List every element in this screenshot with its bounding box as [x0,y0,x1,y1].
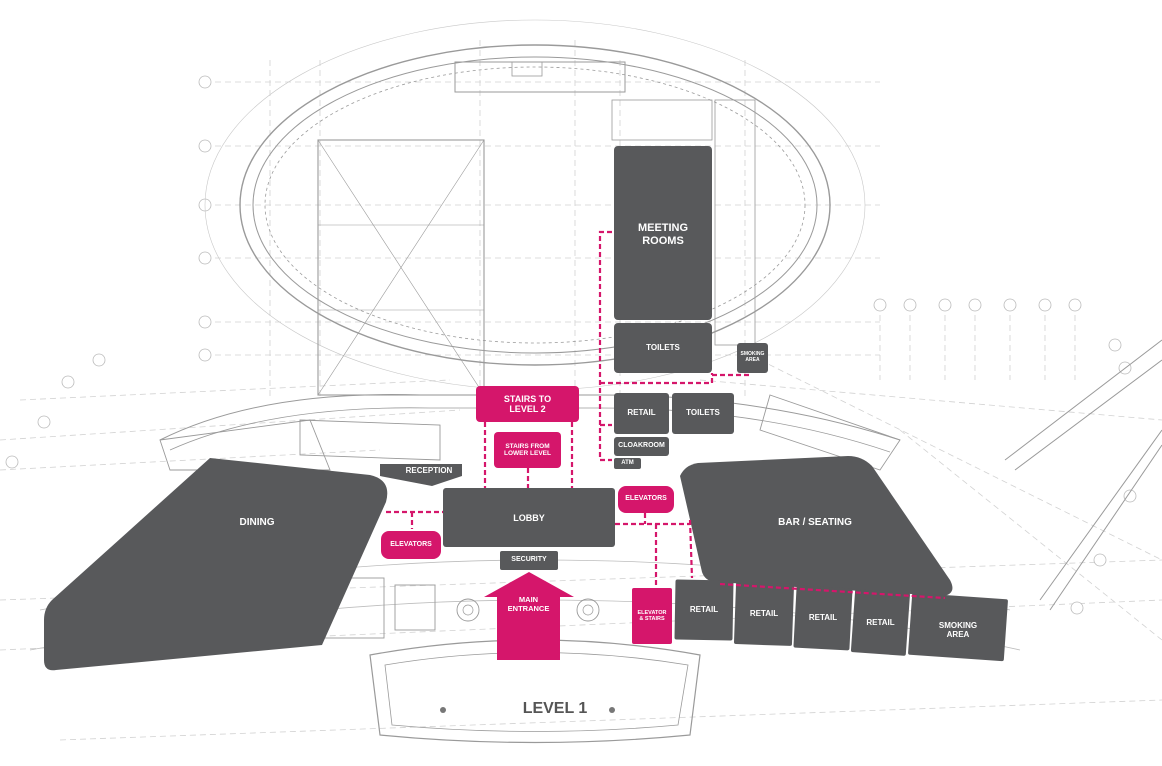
room-bar-seating [680,456,953,596]
stairs-to-level-2 [476,386,579,422]
room-retail-4 [850,589,910,656]
room-retail-2 [734,582,794,646]
room-meeting-rooms [614,146,712,320]
stairs-from-lower-level [494,432,561,468]
room-reception [380,464,462,486]
room-atm [614,458,641,469]
level-label: LEVEL 1 [522,700,588,717]
room-toilets-mid [672,393,734,434]
circulation-paths [386,230,946,600]
building-outline [29,19,1162,744]
room-smoking-area-upper [737,343,768,373]
room-cloakroom [614,437,669,456]
main-entrance-arrow [484,572,574,660]
grid-bubbles [5,75,1137,615]
elevators-right [618,486,674,513]
room-smoking-area-lower [908,592,1008,662]
highlights [381,386,674,660]
room-retail-3 [793,585,853,651]
room-retail-mid [614,393,669,434]
room-toilets-upper [614,323,712,373]
rooms [44,146,1008,671]
room-dining [44,458,388,671]
drop-off-markers [440,707,615,713]
room-security [500,551,558,570]
elevator-and-stairs [632,588,672,644]
room-retail-1 [674,579,734,641]
elevators-left [381,531,441,559]
room-lobby [443,488,615,547]
